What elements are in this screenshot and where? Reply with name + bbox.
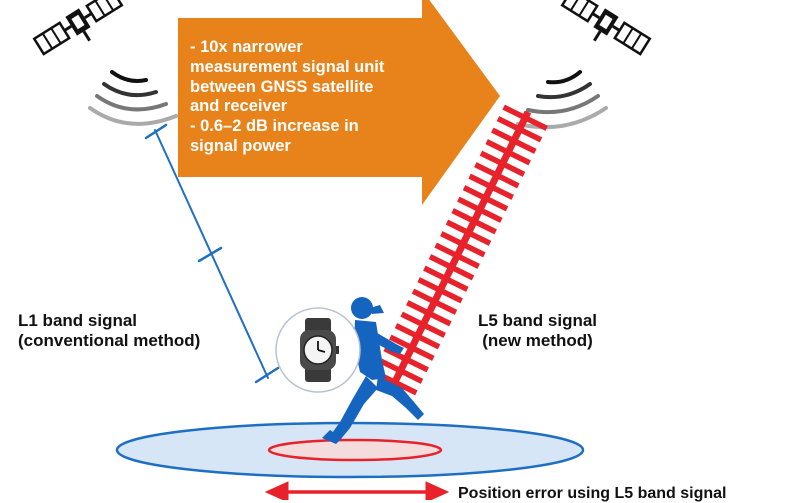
l1-band-label: L1 band signal (conventional method) <box>18 311 200 352</box>
arrow-text-line: signal power <box>190 137 440 157</box>
position-error-label: Position error using L5 band signal <box>458 484 726 503</box>
l1-label-line1: L1 band signal <box>18 311 200 331</box>
position-error-arrow <box>266 482 448 500</box>
smartwatch-icon <box>276 308 360 392</box>
arrow-text-line: measurement signal unit <box>190 58 440 78</box>
arrow-text-line: - 10x narrower <box>190 38 440 58</box>
arrow-text-line: - 0.6–2 dB increase in <box>190 117 440 137</box>
satellite-icon <box>555 0 651 65</box>
signal-waves-left <box>90 72 176 124</box>
info-arrow-text: - 10x narrower measurement signal unit b… <box>190 38 440 157</box>
l1-label-line2: (conventional method) <box>18 331 200 351</box>
l5-band-label: L5 band signal (new method) <box>478 311 597 352</box>
l5-label-line1: L5 band signal <box>478 311 597 331</box>
arrow-text-line: between GNSS satellite <box>190 78 440 98</box>
arrow-text-line: and receiver <box>190 97 440 117</box>
position-error-ellipse-l5 <box>269 440 441 460</box>
satellite-icon <box>33 0 129 65</box>
l5-label-line2: (new method) <box>478 331 597 351</box>
